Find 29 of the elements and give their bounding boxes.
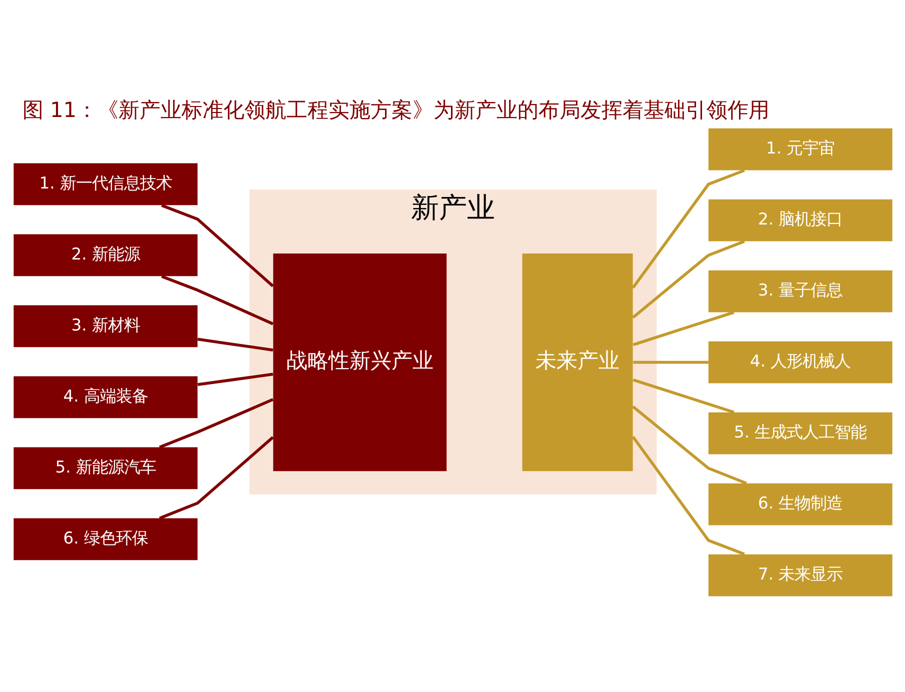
connector	[632, 310, 734, 346]
node-box: 3. 新材料	[13, 305, 198, 348]
node-box: 7. 未来显示	[708, 554, 892, 596]
node-box: 2. 脑机接口	[708, 199, 892, 242]
node-box: 战略性新兴产业	[272, 253, 446, 472]
node-box: 4. 高端装备	[13, 376, 198, 418]
node-box: 5. 新能源汽车	[13, 447, 198, 490]
node-box: 4. 人形机械人	[708, 341, 892, 384]
connector	[158, 436, 274, 520]
node-box: 未来产业	[522, 253, 632, 472]
connector	[632, 405, 746, 485]
diagram-title: 图 11：《新产业标准化领航工程实施方案》为新产业的布局发挥着基础引领作用	[22, 98, 770, 122]
node-box: 1. 元宇宙	[708, 128, 892, 170]
connector	[631, 169, 744, 289]
node-box: 3. 量子信息	[708, 270, 892, 312]
connector	[632, 240, 744, 319]
node-box: 6. 生物制造	[708, 483, 892, 526]
connector	[632, 360, 708, 364]
connector	[160, 204, 274, 288]
node-box: 5. 生成式人工智能	[708, 412, 892, 454]
connector	[197, 338, 273, 352]
connector	[160, 274, 274, 326]
node-box: 2. 新能源	[13, 234, 198, 276]
node-box: 6. 绿色环保	[13, 518, 198, 560]
connector	[158, 398, 274, 449]
connector	[197, 372, 273, 386]
node-box: 1. 新一代信息技术	[13, 163, 198, 206]
connector	[632, 378, 734, 414]
connector	[631, 436, 744, 556]
